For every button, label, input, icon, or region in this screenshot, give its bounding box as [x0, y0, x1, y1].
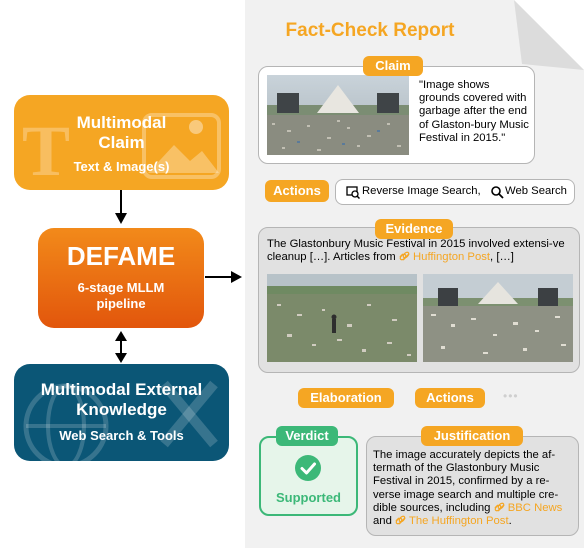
knowledge-title-line1: Multimodal External: [40, 380, 203, 399]
checkmark-icon: [295, 455, 321, 481]
claim-text: "Image shows grounds covered with garbag…: [419, 79, 529, 144]
claim-label: Claim: [363, 56, 423, 76]
defame-box: DEFAME 6-stage MLLM pipeline: [38, 228, 204, 328]
arrow-head-up-icon: [115, 331, 127, 341]
verdict-value: Supported: [276, 490, 341, 505]
page-fold-corner: [514, 0, 584, 70]
verdict-label: Verdict: [276, 426, 338, 446]
evidence-text-part1: The Glastonbury Music Festival in 2015 i…: [267, 238, 565, 264]
svg-text:T: T: [22, 111, 70, 190]
actions-label: Actions: [265, 180, 329, 202]
defame-subtitle-line2: pipeline: [96, 296, 146, 311]
report-title: Fact-Check Report: [285, 20, 455, 41]
arrow-defame-knowledge: [120, 340, 122, 354]
external-knowledge-box: Multimodal External Knowledge Web Search…: [14, 364, 229, 461]
more-steps-ellipsis: •••: [503, 389, 519, 403]
claim-subtitle: Text & Image(s): [73, 159, 170, 174]
arrow-head-down-icon-2: [115, 353, 127, 363]
defame-title: DEFAME: [66, 241, 176, 271]
claim-title-line2: Claim: [98, 133, 145, 152]
justification-text: The image accurately depicts the af-term…: [373, 449, 573, 528]
link-icon: [494, 502, 505, 512]
claim-title-line1: Multimodal: [76, 113, 167, 132]
actions-box: Reverse Image Search, Web Search: [335, 179, 575, 205]
link-icon: [395, 515, 406, 525]
knowledge-title: Multimodal External Knowledge: [14, 380, 229, 420]
arrow-defame-to-report: [205, 276, 233, 278]
verdict-box: Supported: [259, 436, 358, 516]
text-image-icon: T: [22, 111, 221, 190]
evidence-text-part2: , […]: [490, 251, 514, 264]
action-web-search: Web Search: [505, 185, 567, 197]
defame-subtitle: 6-stage MLLM pipeline: [38, 280, 204, 312]
link-icon: [399, 251, 410, 261]
evidence-box: The Glastonbury Music Festival in 2015 i…: [258, 227, 580, 373]
justification-link-huffington[interactable]: The Huffington Post: [408, 515, 509, 528]
action-reverse-image-search: Reverse Image Search,: [362, 185, 481, 197]
image-search-icon: [346, 186, 360, 199]
actions-label-2: Actions: [415, 388, 485, 408]
magnifier-icon: [491, 186, 504, 199]
evidence-label: Evidence: [375, 219, 453, 239]
justification-and: and: [373, 515, 392, 528]
justification-link-bbc[interactable]: BBC News: [507, 501, 563, 514]
festival-photo-claim: [267, 75, 409, 155]
defame-subtitle-line1: 6-stage MLLM: [77, 280, 165, 295]
evidence-link-huffington[interactable]: Huffington Post: [413, 251, 491, 264]
knowledge-title-line2: Knowledge: [76, 400, 167, 419]
fact-check-report: Fact-Check Report "Image shows grounds c…: [245, 0, 584, 548]
evidence-photo-2: [423, 274, 573, 362]
evidence-text: The Glastonbury Music Festival in 2015 i…: [267, 238, 572, 264]
justification-text-main: The image accurately depicts the af-term…: [373, 449, 559, 514]
justification-label: Justification: [421, 426, 523, 446]
claim-box: "Image shows grounds covered with garbag…: [258, 66, 535, 164]
claim-title: Multimodal Claim: [14, 113, 229, 153]
arrow-head-right-icon: [231, 271, 242, 283]
arrow-head-down-icon: [115, 213, 127, 224]
knowledge-subtitle: Web Search & Tools: [59, 428, 184, 443]
globe-tools-icon: [23, 380, 218, 461]
arrow-claim-to-defame: [120, 190, 122, 214]
multimodal-claim-box: T Multimodal Claim Text & Image(s): [14, 95, 229, 190]
evidence-photo-1: [267, 274, 417, 362]
elaboration-label: Elaboration: [298, 388, 394, 408]
justification-box: The image accurately depicts the af-term…: [366, 436, 579, 536]
justification-end: .: [508, 515, 512, 528]
